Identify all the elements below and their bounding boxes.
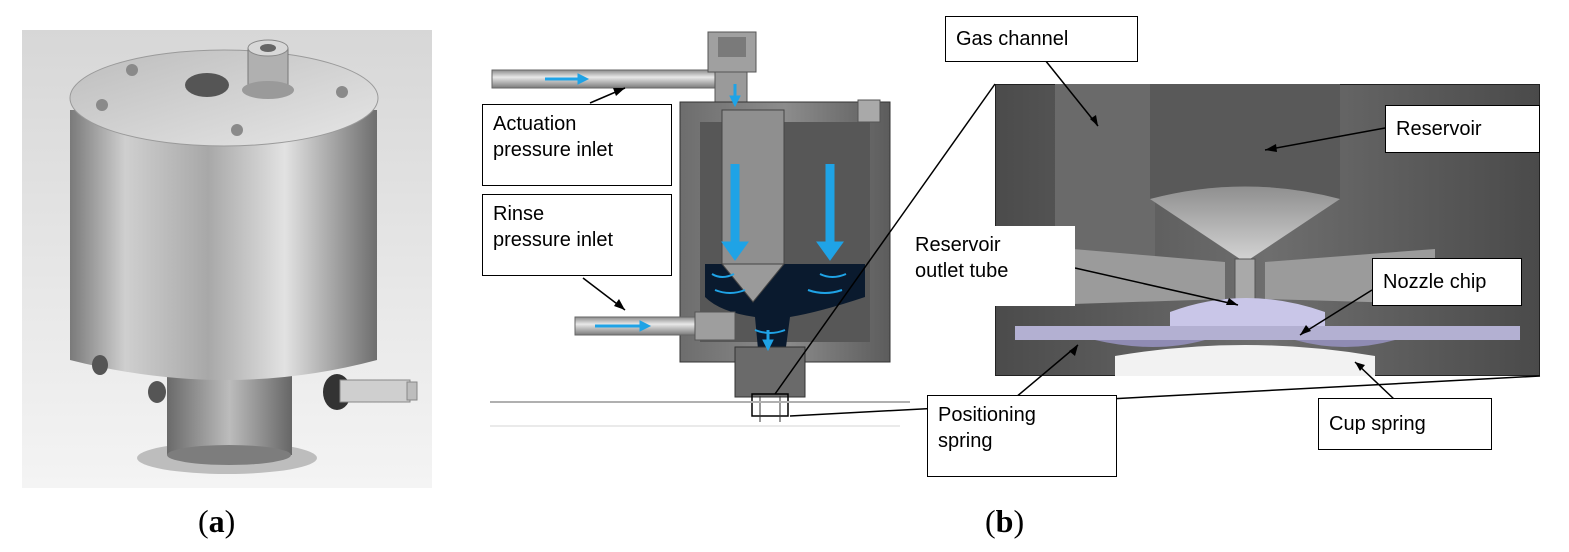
dispenser-photo	[22, 30, 432, 488]
callout-cup-spring: Cup spring	[1318, 398, 1492, 450]
callout-actuation-pressure-inlet: Actuation pressure inlet	[482, 104, 672, 186]
callout-rinse-pressure-inlet: Rinse pressure inlet	[482, 194, 672, 276]
callout-nozzle-chip: Nozzle chip	[1372, 258, 1522, 306]
callout-reservoir: Reservoir	[1385, 105, 1540, 153]
panel-label-b: (b)	[985, 503, 1025, 539]
callout-positioning-spring: Positioning spring	[927, 395, 1117, 477]
callout-gas-channel: Gas channel	[945, 16, 1138, 62]
panel-label-a: (a)	[198, 503, 236, 539]
callout-reservoir-outlet-tube: Reservoir outlet tube	[905, 226, 1075, 306]
